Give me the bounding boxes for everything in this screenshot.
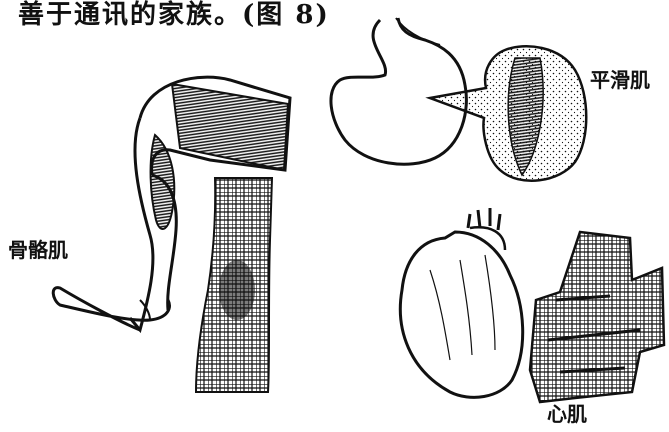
cardiac-fiber-block — [530, 232, 664, 402]
cardiac-muscle-label: 心肌 — [547, 398, 587, 427]
skeletal-muscle-label: 骨骼肌 — [8, 234, 68, 263]
heart-illustration — [400, 208, 522, 397]
smooth-muscle-label: 平滑肌 — [590, 64, 650, 93]
skeletal-fiber-block — [196, 178, 272, 392]
stomach-illustration — [331, 18, 466, 164]
smooth-muscle-bubble — [430, 46, 586, 180]
